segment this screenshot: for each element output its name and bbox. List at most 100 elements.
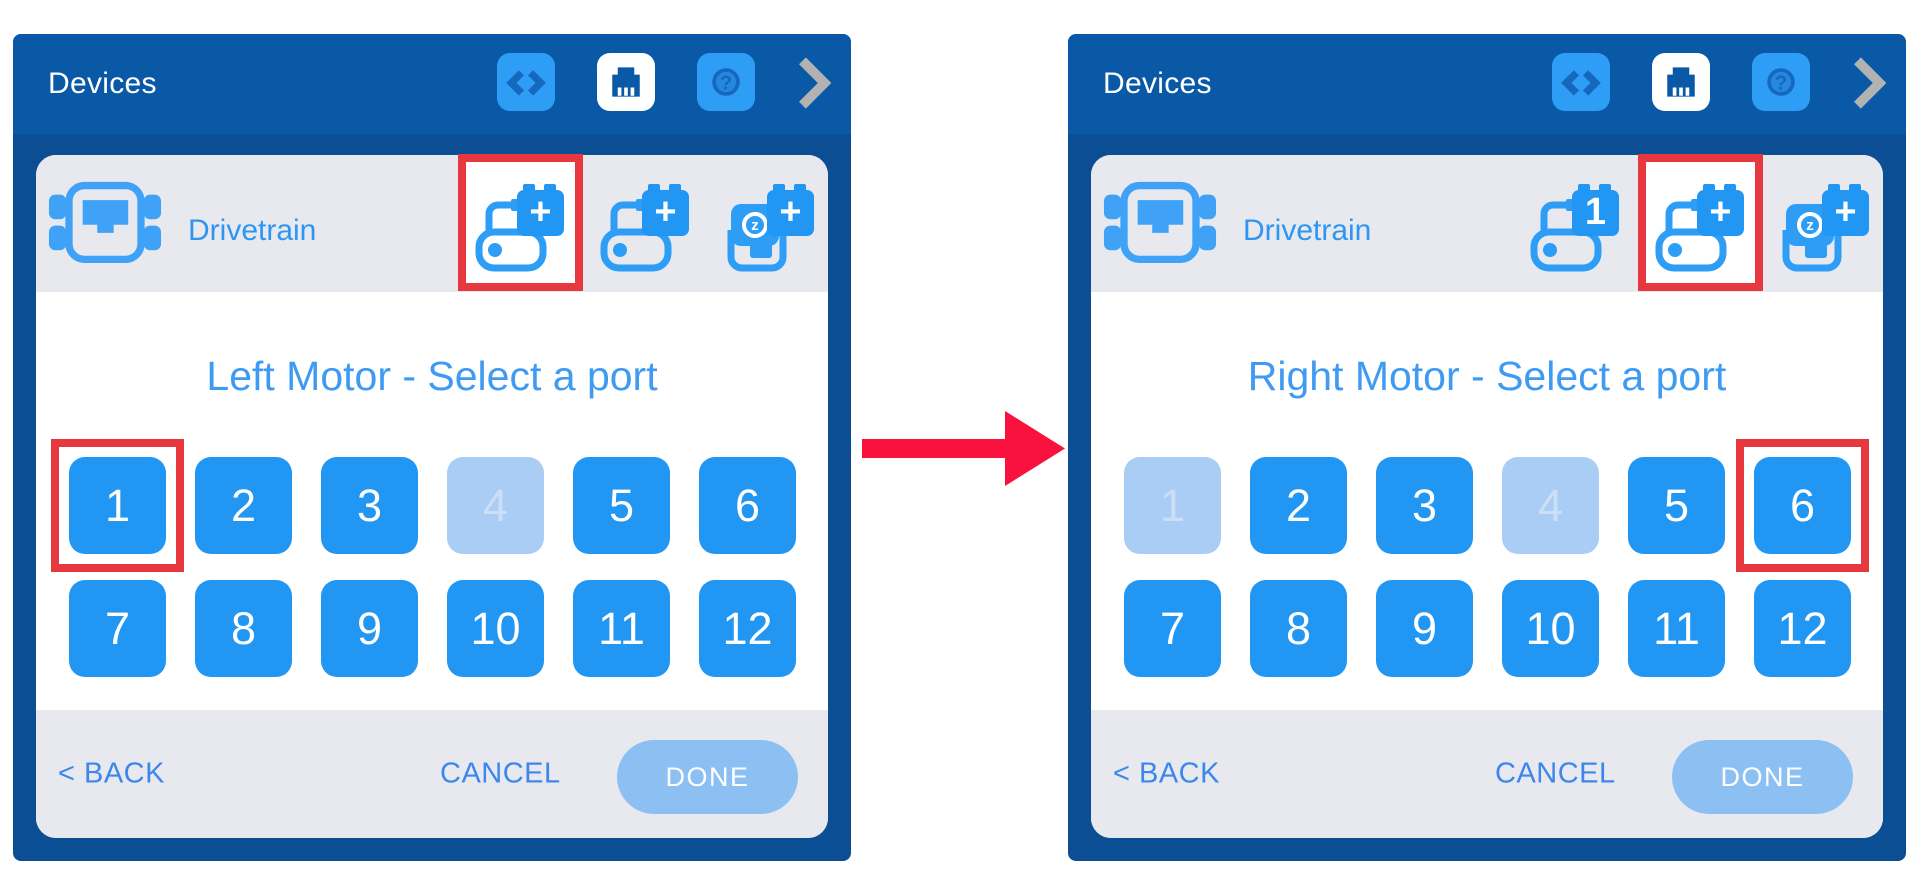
device-port-icon	[1667, 67, 1695, 97]
svg-text:+: +	[1709, 191, 1731, 233]
port-number: 6	[1789, 479, 1816, 531]
cancel-button[interactable]: CANCEL	[440, 757, 561, 790]
header-bar: Devices ?	[13, 34, 851, 134]
done-button[interactable]: DONE	[617, 740, 798, 814]
svg-text:z: z	[1806, 217, 1814, 234]
help-button[interactable]: ?	[1752, 53, 1810, 111]
back-button[interactable]: < BACK	[1113, 757, 1220, 790]
port-button-9[interactable]: 9	[321, 580, 418, 677]
motor-icon: +	[600, 184, 689, 272]
add-badge: 1	[1572, 184, 1619, 236]
port-button-2[interactable]: 2	[1250, 457, 1347, 554]
port-button-8[interactable]: 8	[1250, 580, 1347, 677]
devices-screen-left: Devices ?	[13, 34, 851, 861]
port-button-10[interactable]: 10	[1502, 580, 1599, 677]
back-button[interactable]: < BACK	[58, 757, 165, 790]
port-button-1[interactable]: 1	[51, 439, 184, 572]
port-number: 8	[1285, 602, 1312, 654]
footer-bar: < BACK CANCEL DONE	[1091, 710, 1883, 838]
add-badge: +	[642, 184, 689, 236]
add-gyro-button[interactable]: z +	[1778, 180, 1873, 275]
port-number: 10	[470, 602, 521, 654]
port-number: 5	[1663, 479, 1690, 531]
add-badge: +	[1822, 184, 1869, 236]
devices-tab-button[interactable]	[597, 53, 655, 111]
svg-text:?: ?	[1775, 72, 1787, 94]
port-button-8[interactable]: 8	[195, 580, 292, 677]
device-config-card: Drivetrain + +	[36, 154, 828, 838]
add-badge: +	[517, 184, 564, 236]
port-button-7[interactable]: 7	[1124, 580, 1221, 677]
port-number: 11	[1653, 602, 1700, 654]
cancel-button[interactable]: CANCEL	[1495, 757, 1616, 790]
port-number: 1	[1159, 479, 1186, 531]
add-motor-button[interactable]: +	[1638, 154, 1763, 291]
done-button[interactable]: DONE	[1672, 740, 1853, 814]
port-number: 2	[1285, 479, 1312, 531]
port-button-12[interactable]: 12	[1754, 580, 1851, 677]
port-button-4[interactable]: 4	[1502, 457, 1599, 554]
drivetrain-icon	[48, 181, 162, 263]
port-button-10[interactable]: 10	[447, 580, 544, 677]
port-button-6[interactable]: 6	[699, 457, 796, 554]
port-button-4[interactable]: 4	[447, 457, 544, 554]
device-label: Drivetrain	[1243, 214, 1372, 247]
port-button-3[interactable]: 3	[1376, 457, 1473, 554]
port-number: 12	[1777, 602, 1828, 654]
port-button-5[interactable]: 5	[1628, 457, 1725, 554]
code-view-button[interactable]	[1552, 53, 1610, 111]
add-motor-button[interactable]: +	[598, 180, 693, 275]
gyro-icon: z +	[1782, 184, 1869, 272]
question-mark-icon: ?	[1767, 68, 1795, 96]
motor-icon: +	[475, 184, 564, 272]
svg-text:+: +	[1834, 191, 1856, 233]
port-number: 7	[104, 602, 131, 654]
port-number: 1	[104, 479, 131, 531]
port-number: 3	[1411, 479, 1438, 531]
port-button-7[interactable]: 7	[69, 580, 166, 677]
port-button-11[interactable]: 11	[573, 580, 670, 677]
svg-text:?: ?	[720, 72, 732, 94]
port-button-5[interactable]: 5	[573, 457, 670, 554]
chevron-right-icon	[1854, 57, 1886, 109]
port-number: 4	[482, 479, 509, 531]
port-number: 2	[230, 479, 257, 531]
port-button-6[interactable]: 6	[1736, 439, 1869, 572]
port-number: 12	[722, 602, 773, 654]
port-number: 3	[356, 479, 383, 531]
code-view-button[interactable]	[497, 53, 555, 111]
svg-text:+: +	[779, 191, 801, 233]
add-motor-button[interactable]: +	[458, 154, 583, 291]
port-select-title: Left Motor - Select a port	[206, 353, 658, 399]
next-page-button[interactable]	[791, 56, 837, 110]
add-gyro-button[interactable]: z +	[723, 180, 818, 275]
header-bar: Devices ?	[1068, 34, 1906, 134]
devices-screen-right: Devices ?	[1068, 34, 1906, 861]
code-icon	[506, 70, 546, 96]
port-number: 10	[1525, 602, 1576, 654]
devices-tab-button[interactable]	[1652, 53, 1710, 111]
port-button-12[interactable]: 12	[699, 580, 796, 677]
port-number: 9	[1411, 602, 1438, 654]
add-badge: +	[1697, 184, 1744, 236]
port-button-1[interactable]: 1	[1124, 457, 1221, 554]
drivetrain-icon	[1103, 181, 1217, 263]
port-number: 9	[356, 602, 383, 654]
svg-text:1: 1	[1585, 191, 1606, 233]
port-number: 8	[230, 602, 257, 654]
port-number: 5	[608, 479, 635, 531]
next-page-button[interactable]	[1846, 56, 1892, 110]
add-badge: +	[767, 184, 814, 236]
device-label: Drivetrain	[188, 214, 317, 247]
add-motor-button[interactable]: 1	[1528, 180, 1623, 275]
port-select-title: Right Motor - Select a port	[1247, 353, 1727, 399]
port-number: 7	[1159, 602, 1186, 654]
port-button-3[interactable]: 3	[321, 457, 418, 554]
port-button-2[interactable]: 2	[195, 457, 292, 554]
footer-bar: < BACK CANCEL DONE	[36, 710, 828, 838]
port-button-9[interactable]: 9	[1376, 580, 1473, 677]
help-button[interactable]: ?	[697, 53, 755, 111]
port-button-11[interactable]: 11	[1628, 580, 1725, 677]
gyro-icon: z +	[727, 184, 814, 272]
